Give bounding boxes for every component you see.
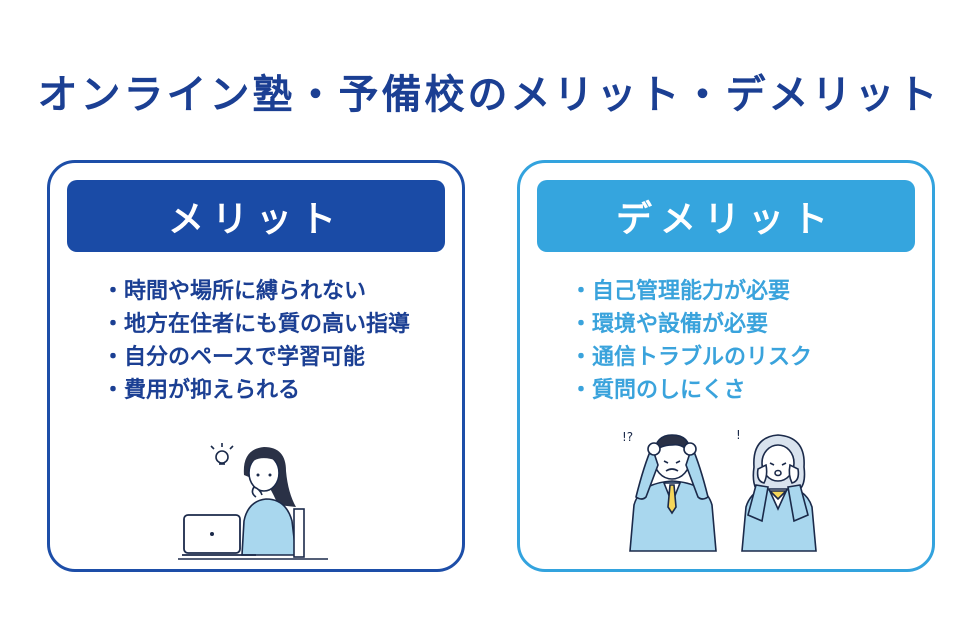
merit-card: メリット ・時間や場所に縛られない ・地方在住者にも質の高い指導 ・自分のペース…	[47, 160, 465, 572]
list-item: ・通信トラブルのリスク	[570, 345, 813, 370]
list-item: ・質問のしにくさ	[570, 378, 746, 403]
list-item: ・環境や設備が必要	[570, 312, 769, 337]
list-item: ・地方在住者にも質の高い指導	[102, 312, 411, 337]
demerit-list: ・自己管理能力が必要 ・環境や設備が必要 ・通信トラブルのリスク ・質問のしにく…	[570, 275, 900, 407]
demerit-card: デメリット ・自己管理能力が必要 ・環境や設備が必要 ・通信トラブルのリスク ・…	[517, 160, 935, 572]
list-item: ・時間や場所に縛られない	[102, 279, 367, 304]
svg-text:!: !	[736, 428, 741, 442]
list-item: ・費用が抑えられる	[102, 378, 301, 403]
svg-text:!?: !?	[622, 430, 633, 444]
list-item: ・自己管理能力が必要	[570, 279, 791, 304]
page-title: オンライン塾・予備校のメリット・デメリット	[37, 72, 941, 118]
merit-heading: メリット	[67, 180, 445, 252]
worried-students-icon: !? !	[622, 428, 817, 552]
woman-laptop-idea-icon	[178, 443, 328, 560]
demerit-heading: デメリット	[537, 180, 915, 252]
list-item: ・自分のペースで学習可能	[102, 345, 365, 370]
merit-list: ・時間や場所に縛られない ・地方在住者にも質の高い指導 ・自分のペースで学習可能…	[102, 275, 432, 407]
